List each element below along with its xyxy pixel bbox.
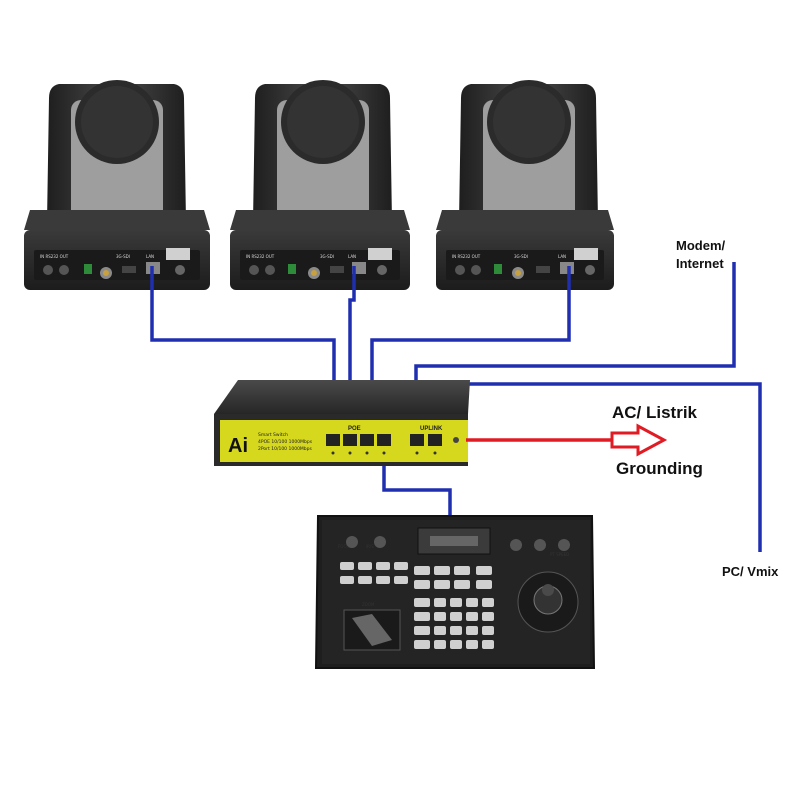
keypad-key[interactable] (414, 640, 430, 649)
switch-spec-line-3: 2Port 10/100 1000Mbps (258, 446, 313, 452)
camera-lan-port-3[interactable] (560, 262, 574, 274)
uplink-port-2[interactable] (428, 434, 442, 446)
ptz-camera-3: IN RS232 OUT 3G-SDI LAN (436, 80, 614, 290)
switch-front-label (220, 420, 320, 462)
switch-brand: Ai (228, 435, 248, 457)
poe-port-label: POE (348, 426, 361, 432)
keyboard-button[interactable] (394, 562, 408, 570)
keypad-key[interactable] (482, 598, 494, 607)
keypad-key[interactable] (466, 640, 478, 649)
keyboard-button[interactable] (340, 562, 354, 570)
keypad-key[interactable] (450, 626, 462, 635)
keyboard-button[interactable] (394, 576, 408, 584)
poe-switch: Ai Smart Switch 4POE 10/100 1000Mbps 2Po… (214, 380, 470, 466)
keypad-key[interactable] (450, 640, 462, 649)
sdi-label: 3G-SDI (116, 254, 130, 259)
keypad-key[interactable] (482, 612, 494, 621)
sdi-label: 3G-SDI (320, 254, 334, 259)
ptz-camera-1: IN RS232 OUT 3G-SDI LAN (24, 80, 210, 290)
keypad-key[interactable] (414, 598, 430, 607)
keyboard-button[interactable] (358, 576, 372, 584)
focus-knob[interactable] (346, 536, 358, 548)
keyboard-button[interactable] (376, 576, 390, 584)
keypad-key[interactable] (466, 598, 478, 607)
keypad-key[interactable] (476, 566, 492, 575)
uplink-port-1[interactable] (410, 434, 424, 446)
iris-knob[interactable] (374, 536, 386, 548)
keypad-key[interactable] (482, 640, 494, 649)
modem-label-line-2: Internet (676, 256, 724, 271)
ptz-keyboard-controller: FOCUS IRIS ZOOM (314, 515, 596, 669)
keypad-key[interactable] (482, 626, 494, 635)
pc-vmix-label: PC/ Vmix (722, 564, 779, 579)
pt-speed-label: PT SPEED (550, 552, 569, 557)
uplink-port-label: UPLINK (420, 426, 443, 432)
switch-spec-line-1: Smart Switch (258, 432, 288, 438)
keypad-key[interactable] (466, 612, 478, 621)
keypad-key[interactable] (414, 566, 430, 575)
keyboard-button[interactable] (376, 562, 390, 570)
keypad-key[interactable] (434, 626, 446, 635)
focus-label: FOCUS (338, 544, 352, 549)
keypad-key[interactable] (476, 580, 492, 589)
keypad-key[interactable] (466, 626, 478, 635)
poe-port-3[interactable] (360, 434, 374, 446)
ptz-camera-2: IN RS232 OUT 3G-SDI LAN (230, 80, 410, 290)
keypad-key[interactable] (454, 580, 470, 589)
left-button-group (340, 562, 408, 584)
keypad-key[interactable] (434, 566, 450, 575)
keypad-key[interactable] (434, 612, 446, 621)
lan-label: LAN (146, 254, 154, 259)
keypad-key[interactable] (454, 566, 470, 575)
zoom-label: ZOOM (362, 602, 375, 607)
keypad-key[interactable] (434, 640, 446, 649)
zoom-lever[interactable] (352, 614, 392, 646)
arrow-right-icon (610, 423, 668, 457)
switch-spec-line-2: 4POE 10/100 1000Mbps (258, 439, 313, 445)
ptz-knob-2[interactable] (534, 539, 546, 551)
ptz-knob-1[interactable] (510, 539, 522, 551)
sdi-label: 3G-SDI (514, 254, 528, 259)
lan-label: LAN (558, 254, 566, 259)
keyboard-button[interactable] (340, 576, 354, 584)
grounding-label: Grounding (616, 459, 703, 478)
keyboard-button[interactable] (358, 562, 372, 570)
poe-port-4[interactable] (377, 434, 391, 446)
rs232-label: IN RS232 OUT (40, 254, 69, 259)
iris-label: IRIS (366, 544, 374, 549)
keypad-key[interactable] (434, 580, 450, 589)
keypad-key[interactable] (414, 612, 430, 621)
rs232-label: IN RS232 OUT (452, 254, 481, 259)
keypad-key[interactable] (414, 580, 430, 589)
keypad-key[interactable] (434, 598, 446, 607)
keypad-key[interactable] (450, 612, 462, 621)
keypad-key[interactable] (414, 626, 430, 635)
poe-port-1[interactable] (326, 434, 340, 446)
lan-label: LAN (348, 254, 356, 259)
ac-power-label: AC/ Listrik (612, 403, 698, 422)
modem-label-line-1: Modem/ (676, 238, 726, 253)
power-cable (466, 423, 668, 457)
numeric-keypad (414, 566, 494, 649)
rs232-label: IN RS232 OUT (246, 254, 275, 259)
cable-camera-2-to-switch (348, 266, 356, 436)
poe-port-2[interactable] (343, 434, 357, 446)
keypad-key[interactable] (450, 598, 462, 607)
pt-speed-knob[interactable] (558, 539, 570, 551)
